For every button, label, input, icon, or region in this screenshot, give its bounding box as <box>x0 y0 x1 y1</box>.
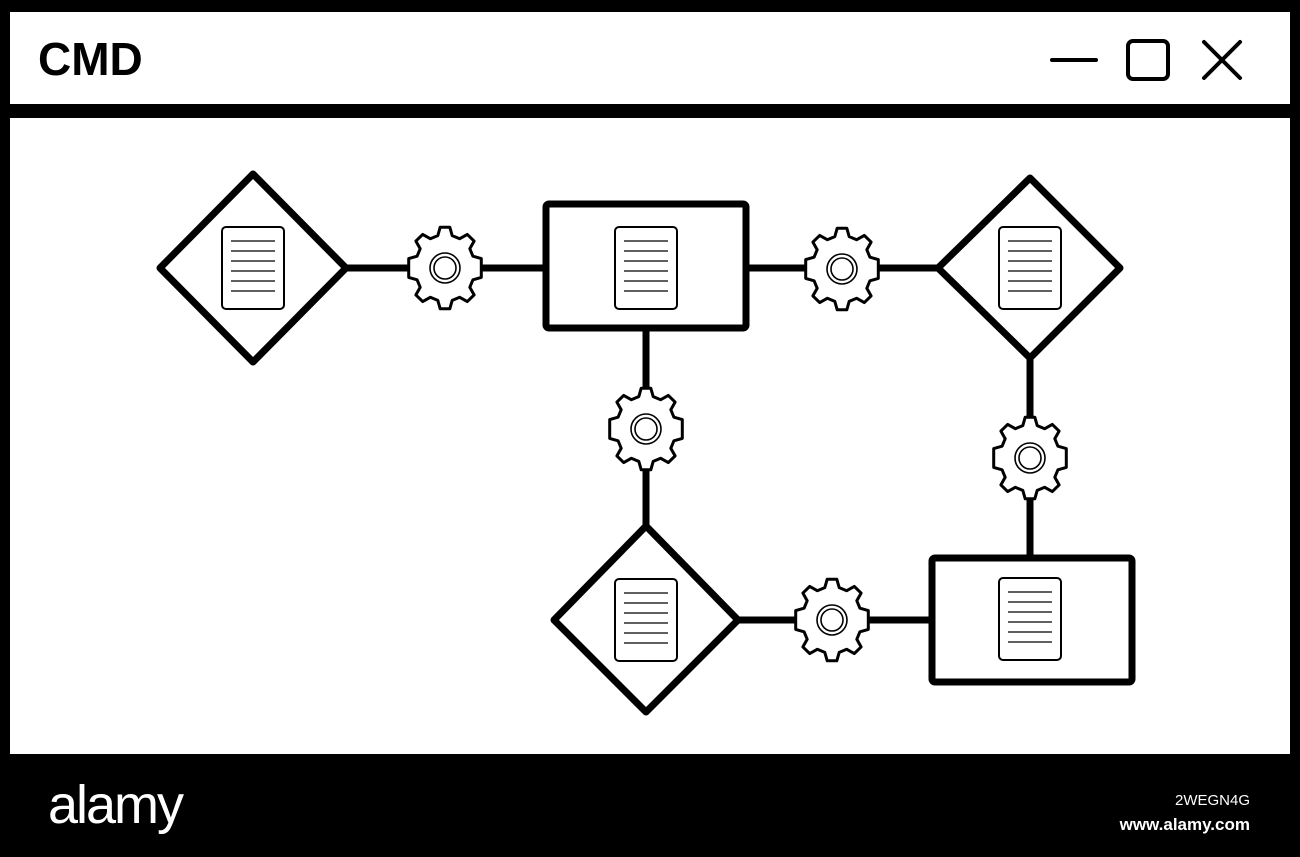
decision-node[interactable] <box>934 174 1124 362</box>
process-node[interactable] <box>542 200 750 332</box>
window-title: CMD <box>38 33 143 85</box>
maximize-button[interactable] <box>1120 38 1176 82</box>
title-bar: CMD <box>10 12 1290 118</box>
close-button[interactable] <box>1194 38 1250 82</box>
gear-icon <box>804 226 880 312</box>
watermark-bar: alamy 2WEGN4G www.alamy.com <box>0 756 1300 857</box>
document-icon <box>614 226 678 310</box>
gear-icon <box>992 415 1068 501</box>
gear-icon <box>407 225 483 311</box>
site-url-link[interactable]: www.alamy.com <box>1119 815 1250 834</box>
document-icon <box>221 226 285 310</box>
image-id-label: 2WEGN4G <box>1174 792 1250 809</box>
workflow-diagram <box>156 170 1136 716</box>
minimize-button[interactable] <box>1046 38 1102 82</box>
brand-logo: alamy <box>48 775 184 835</box>
document-icon <box>614 578 678 662</box>
maximize-icon <box>1126 39 1170 81</box>
document-icon <box>998 577 1062 661</box>
process-node[interactable] <box>928 554 1136 686</box>
document-icon <box>998 226 1062 310</box>
decision-node[interactable] <box>156 170 350 366</box>
diagram-canvas <box>10 118 1290 754</box>
decision-node[interactable] <box>550 522 742 716</box>
minimize-icon <box>1050 58 1098 62</box>
gear-icon <box>608 386 684 472</box>
cmd-window: CMD <box>10 12 1290 754</box>
close-icon <box>1202 40 1242 80</box>
gear-icon <box>794 577 870 663</box>
